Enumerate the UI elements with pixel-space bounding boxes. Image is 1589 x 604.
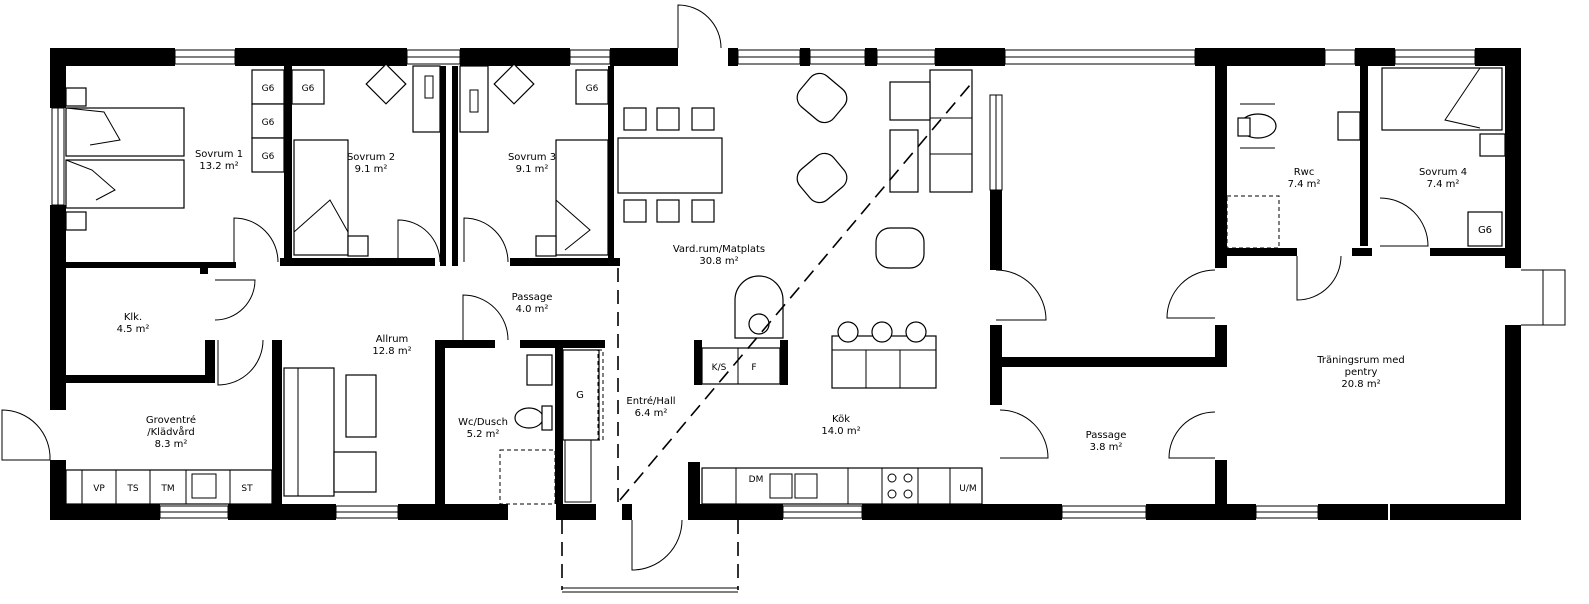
room-area-vardrum: 30.8 m² [699,256,738,267]
room-area-sovrum2: 9.1 m² [355,164,388,175]
room-area-klk: 4.5 m² [117,324,150,335]
um-label: U/M [959,484,976,494]
room-name-vardrum: Vard.rum/Matplats [673,244,765,255]
furniture [65,63,1506,505]
fixture-labels: G6 G6 G6 G6 G6 G6 G K/S F DM U/M VP TS T… [93,84,1492,494]
room-area-sovrum4: 7.4 m² [1427,179,1460,190]
room-name-passage2: Passage [1086,430,1127,441]
room-name-sovrum3: Sovrum 3 [508,152,556,163]
room-name-rwc: Rwc [1294,167,1315,178]
room-area-groventre: 8.3 m² [155,439,188,450]
room-area-traning: 20.8 m² [1341,379,1380,390]
room-area-passage2: 3.8 m² [1090,442,1123,453]
room-area-rwc: 7.4 m² [1288,179,1321,190]
interior-walls [66,48,1505,507]
vp-label: VP [93,484,105,494]
ts-label: TS [126,484,138,494]
room-name-entre: Entré/Hall [626,395,675,407]
room-area-sovrum3: 9.1 m² [516,164,549,175]
room-name2-groventre: /Klädvård [147,425,195,438]
room-name-groventre: Groventré [146,414,196,426]
doors [1,4,1566,571]
g6-label: G6 [262,152,275,162]
g-label: G [576,390,584,401]
dm-label: DM [749,475,764,485]
g6-label: G6 [1478,225,1492,236]
g6-label: G6 [302,84,315,94]
g6-label: G6 [262,118,275,128]
ks-label: K/S [712,363,727,373]
st-label: ST [241,484,253,494]
room-area-sovrum1: 13.2 m² [199,161,238,172]
room-name-klk: Klk. [124,312,142,323]
room-name-kok: Kök [832,414,850,425]
room-name-sovrum1: Sovrum 1 [195,149,243,160]
room-area-kok: 14.0 m² [821,426,860,437]
g6-label: G6 [586,84,599,94]
room-area-allrum: 12.8 m² [372,346,411,357]
room-area-entre: 6.4 m² [635,408,668,419]
tm-label: TM [160,484,174,494]
room-name-allrum: Allrum [376,334,409,345]
room-name-sovrum2: Sovrum 2 [347,152,395,163]
room-name-sovrum4: Sovrum 4 [1419,167,1467,178]
room-name2-traning: pentry [1345,367,1378,378]
g6-label: G6 [262,84,275,94]
room-name-passage1: Passage [512,292,553,303]
room-area-passage1: 4.0 m² [516,304,549,315]
room-name-traning: Träningsrum med [1316,355,1405,366]
room-name-wcdusch: Wc/Dusch [458,417,508,428]
exterior-walls [50,48,1521,520]
room-labels: Sovrum 1 13.2 m² Sovrum 2 9.1 m² Sovrum … [117,149,1467,453]
dashed-guides [561,84,971,593]
windows [51,49,1476,519]
room-area-wcdusch: 5.2 m² [467,429,500,440]
f-label: F [751,363,756,373]
